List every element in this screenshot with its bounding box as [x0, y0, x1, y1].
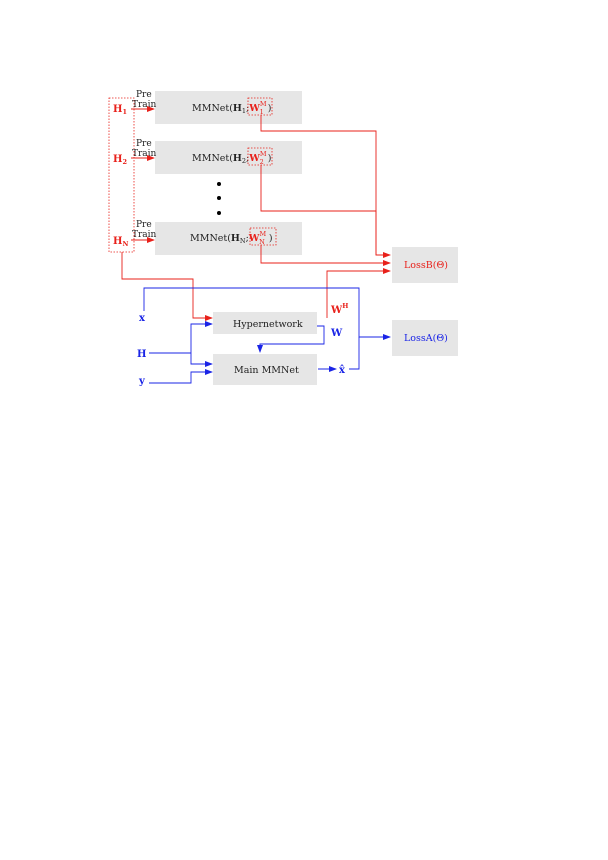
w2-to-lossb-line: [260, 165, 377, 255]
wh-to-lossb-line: [326, 268, 391, 318]
mmnet-box-1: [155, 91, 302, 124]
hn-label: HN: [113, 236, 128, 248]
xhat-to-lossa-line: [349, 337, 360, 370]
w1-to-lossb-line: [260, 115, 391, 258]
w2-dotted-frame: [247, 147, 273, 166]
lossa-box: [392, 320, 458, 356]
hypernetwork-box: [213, 312, 317, 334]
pretrain-label-1a: Pre: [136, 90, 152, 100]
h2-label: H2: [113, 154, 127, 166]
ellipsis-dot-1: [217, 182, 221, 186]
w-label: W: [330, 328, 343, 339]
hypernetwork-label: Hypernetwork: [233, 319, 303, 330]
x-input-label: x: [139, 313, 146, 324]
h-input-label: H: [137, 349, 146, 360]
w1-dotted-frame: [247, 97, 273, 116]
main-mmnet-label: Main MMNet: [234, 365, 299, 376]
pretrain-label-2a: Pre: [136, 139, 152, 149]
w-to-main-mmnet-line: [257, 325, 325, 353]
lossb-label: LossB(Θ): [404, 260, 448, 271]
hset-to-hypernetwork-line: [121, 252, 213, 321]
lossb-box: [392, 247, 458, 283]
mmnet-box-2: [155, 141, 302, 174]
ellipsis-dot-2: [217, 196, 221, 200]
mmnet-box-n: [155, 222, 302, 255]
x-to-lossa-line: [143, 287, 391, 340]
pretrain-label-nb: Train: [132, 230, 157, 240]
y-to-main-mmnet-line: [149, 369, 213, 384]
lossa-label: LossA(Θ): [404, 333, 448, 344]
wn-dotted-frame: [249, 227, 277, 246]
xhat-label: x̂: [339, 365, 346, 376]
pretrain-label-2b: Train: [132, 149, 157, 159]
y-input-label: y: [138, 376, 146, 387]
wn-to-lossb-line: [260, 245, 391, 266]
h-set-dotted-frame: [108, 97, 135, 253]
h1-label: H1: [113, 104, 127, 116]
h-to-hypernetwork-line: [190, 321, 213, 353]
h-to-main-mmnet-line: [190, 353, 213, 367]
ellipsis-dot-3: [217, 211, 221, 215]
main-mmnet-box: [213, 354, 317, 385]
pretrain-label-1b: Train: [132, 100, 157, 110]
pretrain-label-na: Pre: [136, 220, 152, 230]
wh-label: WH: [330, 302, 348, 316]
